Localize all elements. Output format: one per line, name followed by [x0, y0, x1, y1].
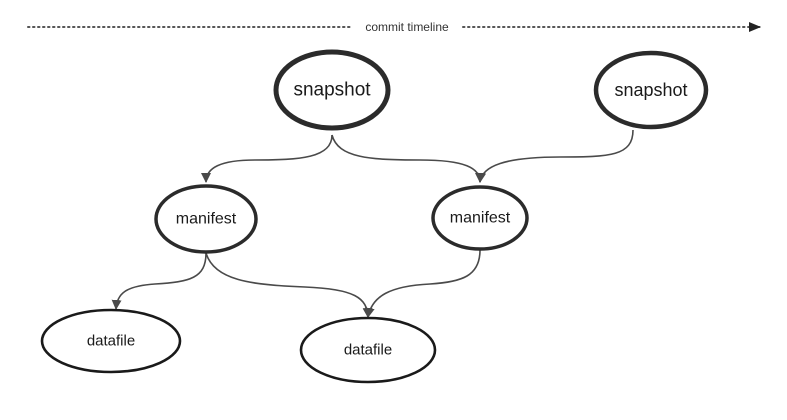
datafile-2-label: datafile — [344, 342, 392, 359]
snapshot-1-label: snapshot — [293, 80, 371, 101]
node-datafile-1: datafile — [40, 308, 182, 374]
edge-manifest2-datafile2 — [364, 249, 481, 318]
node-datafile-2: datafile — [299, 316, 437, 384]
node-snapshot-2: snapshot — [593, 50, 709, 130]
manifest-1-label: manifest — [176, 211, 237, 228]
datafile-2-shape — [299, 316, 437, 384]
node-manifest-2: manifest — [431, 185, 529, 251]
manifest-2-shape — [431, 185, 529, 251]
manifest-1-shape — [154, 184, 258, 254]
manifest-2-label: manifest — [450, 210, 511, 227]
node-manifest-1: manifest — [154, 184, 258, 254]
snapshot-2-label: snapshot — [614, 80, 687, 100]
commit-timeline: commit timeline — [27, 19, 761, 35]
timeline-label-bg — [352, 19, 462, 35]
timeline-label: commit timeline — [365, 20, 449, 34]
snapshot-2-shape — [593, 50, 709, 130]
datafile-1-label: datafile — [87, 333, 135, 350]
node-snapshot-1: snapshot — [273, 49, 391, 131]
edge-snapshot1-manifest2 — [331, 134, 485, 183]
edge-snapshot2-manifest2 — [476, 129, 634, 183]
edge-manifest1-datafile1 — [111, 252, 207, 310]
edge-manifest1-datafile2 — [205, 252, 373, 318]
edge-snapshot1-manifest1 — [201, 134, 333, 183]
datafile-1-shape — [40, 308, 182, 374]
edges — [111, 129, 634, 318]
snapshot-1-shape — [273, 49, 391, 131]
